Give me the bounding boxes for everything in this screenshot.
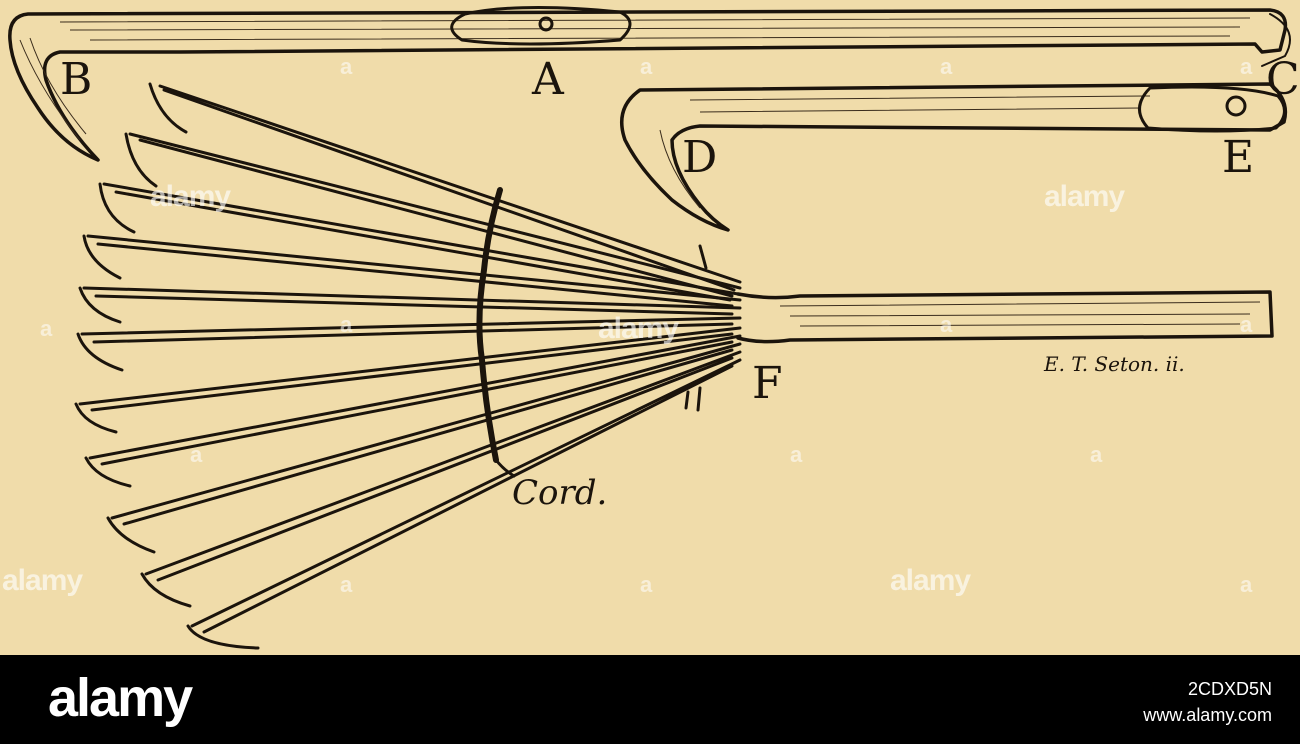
watermark-center: alamy: [598, 312, 679, 345]
image-id: 2CDXD5N: [1187, 679, 1272, 699]
hook-fan: [74, 82, 742, 650]
watermark-mark-2: a: [640, 54, 653, 79]
watermark-top-right: alamy: [1044, 180, 1125, 213]
watermark-mark-11: a: [1090, 442, 1103, 467]
watermark-mark-10: a: [790, 442, 803, 467]
hook-diagram: [8, 5, 1291, 650]
watermark-mark-1: a: [340, 54, 353, 79]
watermark-mark-5: a: [40, 316, 53, 341]
label-cord: Cord.: [512, 473, 608, 513]
alamy-logo: alamy: [48, 668, 193, 728]
watermark-mark-14: a: [1240, 572, 1253, 597]
watermark-top-left: alamy: [150, 180, 231, 213]
hook-d-e: [620, 82, 1288, 232]
label-c: C: [1266, 54, 1300, 105]
illustration-plate: B A C D E F Cord. E. T. Seton. ii. alamy…: [0, 0, 1300, 655]
watermark-mark-6: a: [340, 312, 353, 337]
site-url: www.alamy.com: [1143, 705, 1272, 725]
label-d: D: [682, 132, 718, 183]
watermark-mark-9: a: [190, 442, 203, 467]
watermark-bottom-left: alamy: [2, 564, 83, 597]
watermark-mark-3: a: [940, 54, 953, 79]
watermark-bottom-right: alamy: [890, 564, 971, 597]
label-a: A: [532, 54, 564, 105]
label-f: F: [752, 358, 783, 409]
label-b: B: [60, 54, 93, 105]
label-e: E: [1222, 132, 1255, 183]
watermark-mark-13: a: [640, 572, 653, 597]
watermark-mark-8: a: [1240, 312, 1253, 337]
watermark-mark-12: a: [340, 572, 353, 597]
watermark-mark-4: a: [1240, 54, 1253, 79]
watermark-mark-7: a: [940, 312, 953, 337]
stock-footer: alamy 2CDXD5N www.alamy.com: [0, 655, 1300, 744]
shank-f: [736, 290, 1274, 344]
top-bar-a: [8, 5, 1291, 162]
artist-signature: E. T. Seton. ii.: [1044, 352, 1185, 376]
